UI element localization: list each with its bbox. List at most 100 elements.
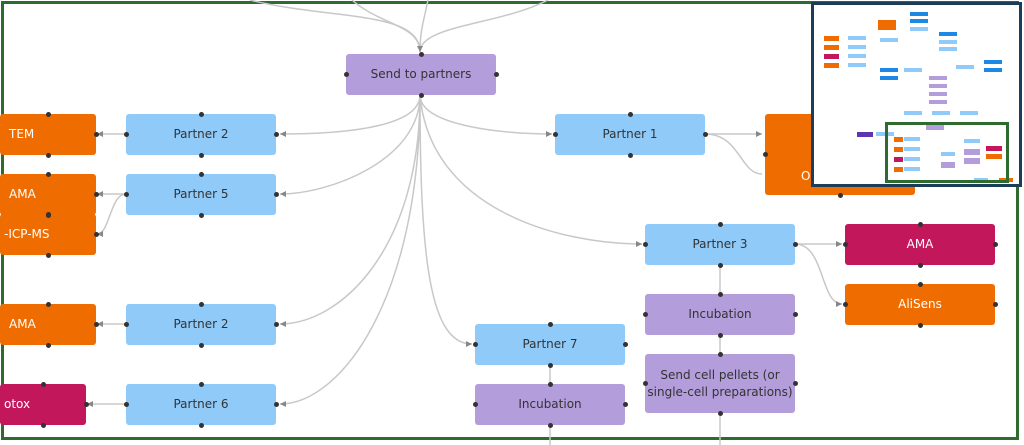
connector-dot[interactable]	[198, 381, 204, 387]
connector-dot[interactable]	[717, 291, 723, 297]
connector-dot[interactable]	[547, 381, 553, 387]
connector-dot[interactable]	[622, 402, 628, 407]
node-ama-right[interactable]: AMA	[845, 224, 995, 265]
minimap-viewport[interactable]	[885, 122, 1009, 183]
connector-dot[interactable]	[273, 402, 279, 407]
connector-dot[interactable]	[493, 72, 499, 77]
connector-dot[interactable]	[418, 92, 424, 98]
connector-dot[interactable]	[472, 342, 478, 347]
connector-dot[interactable]	[547, 362, 553, 368]
connector-dot[interactable]	[642, 242, 648, 247]
node-icp-ms[interactable]: -ICP-MS	[0, 214, 96, 255]
connector-dot[interactable]	[627, 111, 633, 117]
connector-dot[interactable]	[40, 422, 46, 428]
node-partner-2-top[interactable]: Partner 2	[126, 114, 276, 155]
node-tem[interactable]: TEM	[0, 114, 96, 155]
minimap-node	[894, 147, 903, 152]
connector-dot[interactable]	[40, 381, 46, 387]
connector-dot[interactable]	[717, 221, 723, 227]
connector-dot[interactable]	[273, 132, 279, 137]
minimap-node	[929, 76, 947, 80]
connector-dot[interactable]	[93, 192, 99, 197]
connector-dot[interactable]	[123, 322, 129, 327]
node-incubation-right[interactable]: Incubation	[645, 294, 795, 335]
connector-dot[interactable]	[717, 262, 723, 268]
connector-dot[interactable]	[83, 402, 89, 407]
node-partner-3[interactable]: Partner 3	[645, 224, 795, 265]
edge-to-partner1	[419, 94, 553, 135]
connector-dot[interactable]	[702, 132, 708, 137]
node-label: AMA	[9, 317, 36, 331]
connector-dot[interactable]	[45, 252, 51, 258]
connector-dot[interactable]	[472, 402, 478, 407]
connector-dot[interactable]	[917, 262, 923, 268]
minimap-node	[894, 137, 903, 142]
connector-dot[interactable]	[717, 410, 723, 416]
connector-dot[interactable]	[552, 132, 558, 137]
connector-dot[interactable]	[45, 111, 51, 117]
connector-dot[interactable]	[93, 232, 99, 237]
node-ama-left-bottom[interactable]: AMA	[0, 304, 96, 345]
connector-dot[interactable]	[547, 321, 553, 327]
connector-dot[interactable]	[198, 342, 204, 348]
connector-dot[interactable]	[992, 302, 998, 307]
connector-dot[interactable]	[418, 51, 424, 57]
connector-dot[interactable]	[198, 212, 204, 218]
connector-dot[interactable]	[343, 72, 349, 77]
node-ama-left-top[interactable]: AMA	[0, 174, 96, 215]
connector-dot[interactable]	[917, 281, 923, 287]
connector-dot[interactable]	[93, 322, 99, 327]
connector-dot[interactable]	[837, 192, 843, 198]
connector-dot[interactable]	[642, 381, 648, 386]
connector-dot[interactable]	[123, 132, 129, 137]
connector-dot[interactable]	[198, 301, 204, 307]
connector-dot[interactable]	[45, 152, 51, 158]
node-partner-7[interactable]: Partner 7	[475, 324, 625, 365]
connector-dot[interactable]	[547, 422, 553, 428]
connector-dot[interactable]	[273, 322, 279, 327]
node-send-cell-pellets[interactable]: Send cell pellets (or single-cell prepar…	[645, 354, 795, 413]
connector-dot[interactable]	[762, 152, 768, 157]
node-otox[interactable]: otox	[0, 384, 86, 425]
minimap-node	[904, 167, 920, 171]
node-alisens[interactable]: AliSens	[845, 284, 995, 325]
connector-dot[interactable]	[992, 242, 998, 247]
node-incubation-left[interactable]: Incubation	[475, 384, 625, 425]
minimap-node	[932, 111, 950, 115]
connector-dot[interactable]	[198, 171, 204, 177]
connector-dot[interactable]	[842, 302, 848, 307]
connector-dot[interactable]	[45, 301, 51, 307]
connector-dot[interactable]	[792, 242, 798, 247]
arrowhead-ama-right	[836, 241, 842, 247]
connector-dot[interactable]	[842, 242, 848, 247]
connector-dot[interactable]	[717, 351, 723, 357]
connector-dot[interactable]	[792, 312, 798, 317]
connector-dot[interactable]	[198, 422, 204, 428]
overview-minimap[interactable]	[811, 2, 1022, 187]
connector-dot[interactable]	[123, 402, 129, 407]
connector-dot[interactable]	[917, 322, 923, 328]
connector-dot[interactable]	[198, 111, 204, 117]
connector-dot[interactable]	[123, 192, 129, 197]
connector-dot[interactable]	[627, 152, 633, 158]
node-partner-5[interactable]: Partner 5	[126, 174, 276, 215]
connector-dot[interactable]	[45, 171, 51, 177]
connector-dot[interactable]	[45, 342, 51, 348]
connector-dot[interactable]	[45, 211, 51, 217]
connector-dot[interactable]	[917, 221, 923, 227]
node-partner-2-bottom[interactable]: Partner 2	[126, 304, 276, 345]
connector-dot[interactable]	[622, 342, 628, 347]
node-partner-1[interactable]: Partner 1	[555, 114, 705, 155]
minimap-node	[904, 111, 922, 115]
connector-dot[interactable]	[792, 381, 798, 386]
connector-dot[interactable]	[717, 332, 723, 338]
connector-dot[interactable]	[642, 312, 648, 317]
minimap-node	[986, 154, 1002, 159]
connector-dot[interactable]	[93, 132, 99, 137]
connector-dot[interactable]	[273, 192, 279, 197]
connector-dot[interactable]	[198, 152, 204, 158]
node-label: Partner 7	[522, 337, 578, 351]
node-send-to-partners[interactable]: Send to partners	[346, 54, 496, 95]
node-partner-6[interactable]: Partner 6	[126, 384, 276, 425]
